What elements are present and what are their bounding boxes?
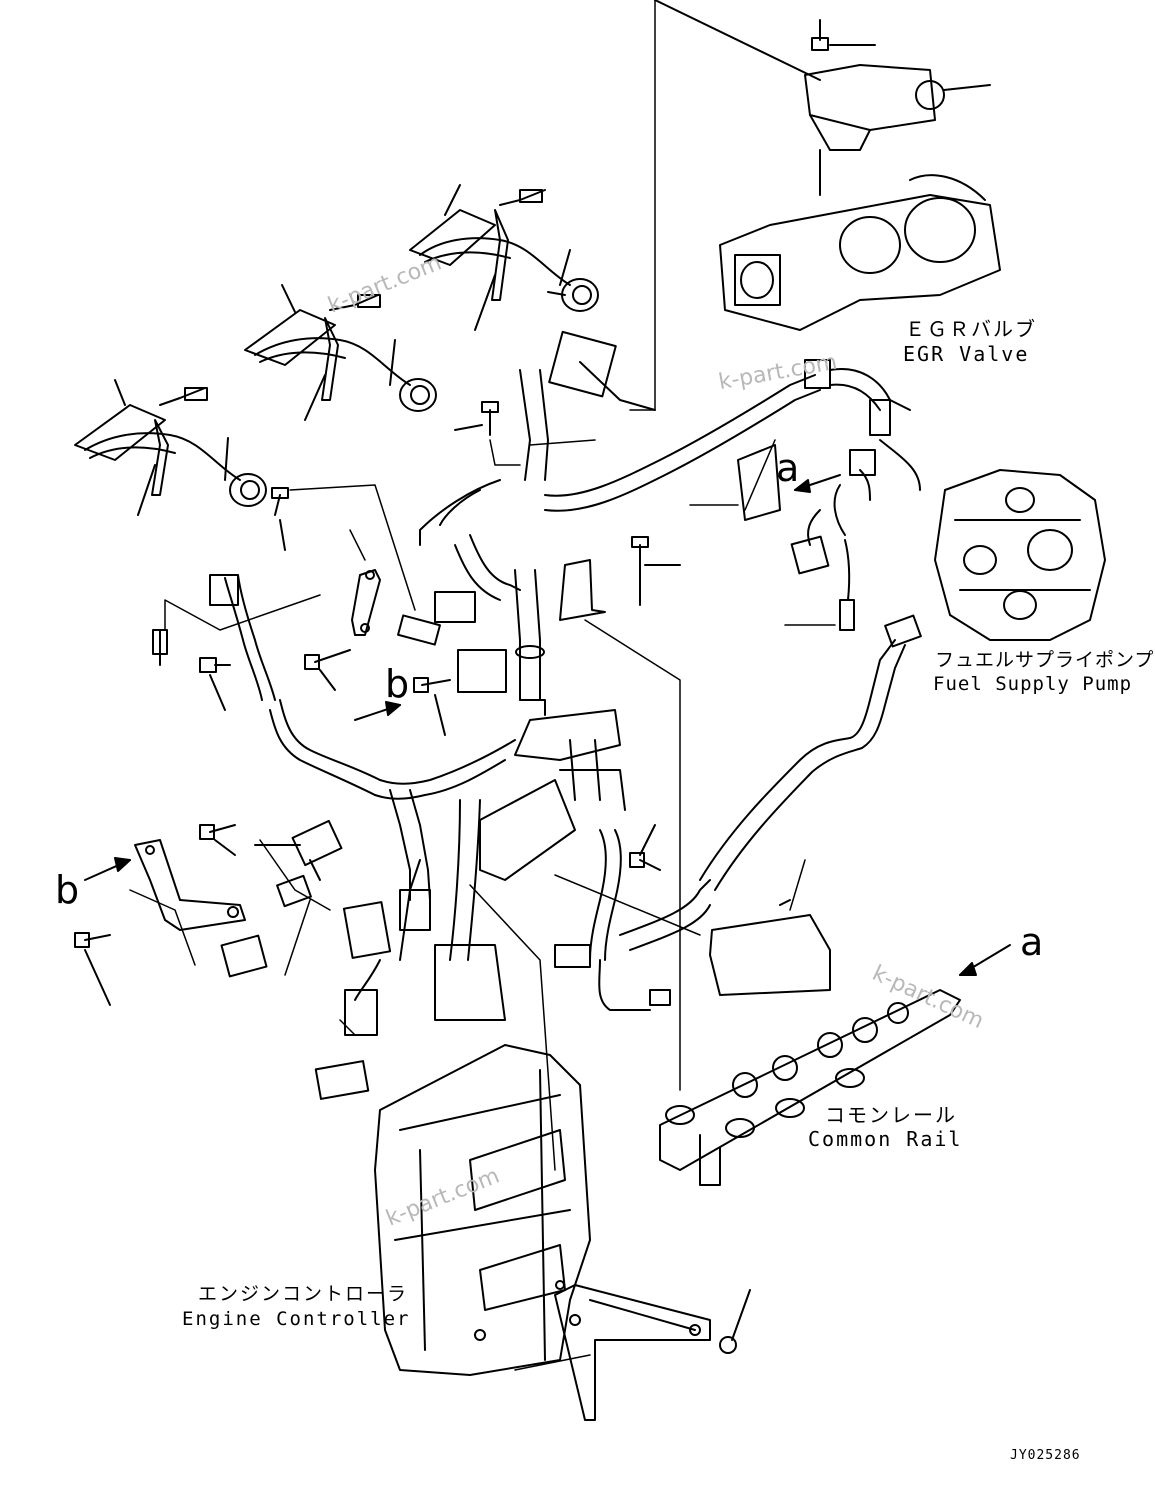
egr-valve-label-jp: ＥＧＲバルブ — [905, 317, 1037, 341]
main-harness — [209, 330, 921, 1036]
injector-harness-middle — [244, 284, 437, 421]
engine-controller — [374, 1044, 591, 1376]
view-ref-b-left: b — [55, 868, 80, 912]
common-rail-label-en: Common Rail — [808, 1127, 963, 1151]
fuel-supply-pump — [884, 469, 1106, 648]
engine-controller-label-en: Engine Controller — [182, 1308, 411, 1330]
common-rail-label-jp: コモンレール — [825, 1103, 957, 1127]
common-rail — [659, 989, 961, 1186]
view-arrows — [84, 474, 1011, 976]
injector-harness-lower — [74, 379, 267, 516]
engine-controller-label-jp: エンジンコントローラ — [198, 1283, 409, 1305]
fuel-pump-label-jp: フュエルサプライポンプ — [935, 649, 1155, 671]
egr-valve-label-en: EGR Valve — [903, 342, 1030, 366]
fuel-pump-label-en: Fuel Supply Pump — [933, 673, 1133, 695]
view-ref-b-mid: b — [385, 662, 410, 706]
view-ref-a-right: a — [1020, 920, 1044, 964]
drawing-code: JY025286 — [1010, 1448, 1081, 1463]
leader-lines — [129, 0, 836, 1371]
injector-harness-upper — [409, 184, 599, 331]
egr-valve — [654, 0, 1001, 331]
sensors — [220, 614, 441, 1100]
brackets — [134, 444, 781, 1421]
view-ref-a-top: a — [776, 446, 800, 490]
bolts — [74, 401, 681, 1006]
